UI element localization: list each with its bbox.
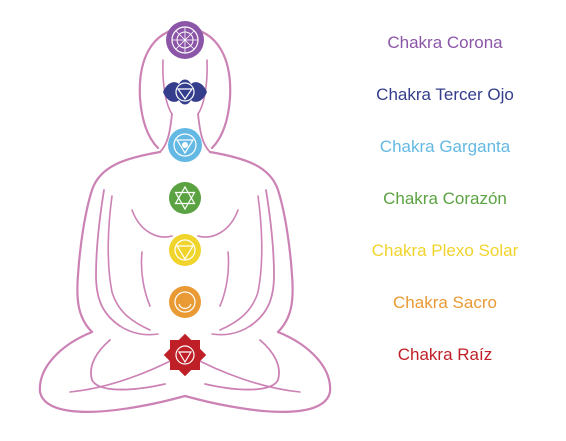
solar-plexus-chakra-icon <box>169 234 201 266</box>
label-heart-chakra: Chakra Corazón <box>383 189 507 208</box>
label-root-chakra: Chakra Raíz <box>397 345 493 364</box>
label-sacral-chakra: Chakra Sacro <box>393 293 497 312</box>
throat-chakra-icon <box>168 128 202 162</box>
label-solar-plexus-chakra: Chakra Plexo Solar <box>371 241 519 260</box>
heart-chakra-icon <box>169 182 201 214</box>
crown-chakra-icon <box>166 21 204 59</box>
label-third-eye-chakra: Chakra Tercer Ojo <box>376 85 514 104</box>
label-throat-chakra: Chakra Garganta <box>379 137 511 156</box>
third-eye-chakra-icon <box>163 79 207 105</box>
sacral-chakra-icon <box>169 286 201 318</box>
root-chakra-icon <box>163 333 207 377</box>
label-crown-chakra: Chakra Corona <box>387 33 503 52</box>
